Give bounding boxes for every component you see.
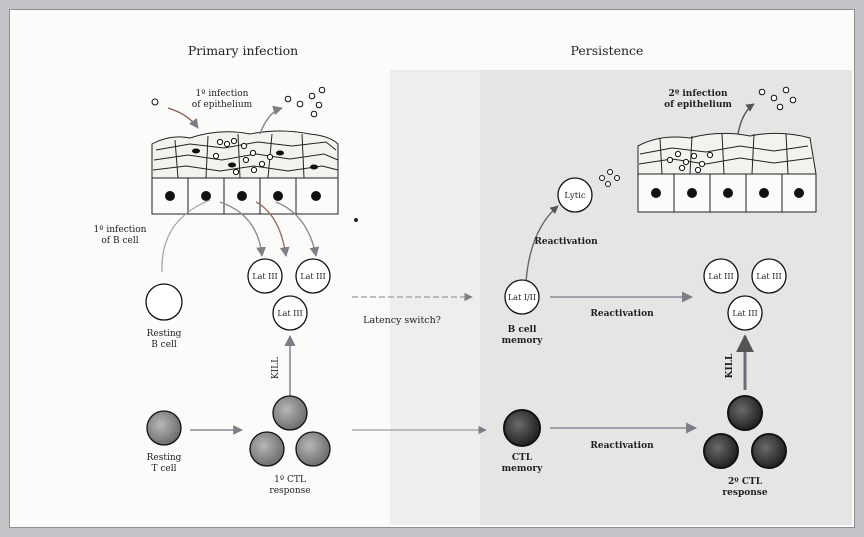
heading-persistence: Persistence [571, 43, 644, 58]
release-arrow-out [260, 108, 282, 134]
kill-label-left: KILL [271, 357, 281, 379]
primary-ctl-cluster [250, 396, 330, 466]
primary-epithelium-label-line2: of epithelium [192, 100, 253, 110]
resting-t-cell [147, 411, 181, 445]
lat12-label: Lat I/II [508, 293, 536, 302]
primary-ctl-label-line2: response [269, 486, 310, 496]
incoming-virion [152, 99, 158, 105]
resting-t-label-line2: T cell [152, 464, 177, 474]
ctl-memory-label-line1: CTL [512, 453, 533, 463]
lat3-a-label: Lat III [252, 272, 277, 281]
secondary-epithelium [638, 133, 816, 212]
ctl-memory-cell [504, 410, 540, 446]
lat3-d-label: Lat III [708, 272, 733, 281]
secondary-ctl-label-line2: response [722, 488, 767, 498]
reactivation-up-label: Reactivation [534, 237, 598, 247]
released-virions-left [285, 87, 325, 117]
primary-epithelium-label-line1: 1º infection [196, 89, 249, 99]
resting-b-label-line1: Resting [147, 329, 182, 339]
primary-ctl-label-line1: 1º CTL [274, 475, 306, 485]
reactivation-b-label: Reactivation [590, 309, 654, 319]
lat3-cluster-left: Lat III Lat III Lat III [248, 259, 330, 330]
b-memory-label-line1: B cell [508, 325, 537, 335]
secondary-ctl-label-line1: 2º CTL [728, 477, 763, 487]
diagram-panel: Primary infection Persistence 1º infecti… [9, 9, 855, 528]
heading-primary-infection: Primary infection [188, 43, 298, 58]
primary-b-cell-label-line1: 1º infection [94, 225, 147, 235]
lat3-e-label: Lat III [756, 272, 781, 281]
stray-dot [354, 218, 358, 222]
kill-label-right: KILL [725, 353, 735, 378]
infection-arrow-in [168, 108, 198, 128]
b-memory-label-line2: memory [502, 336, 544, 346]
ctl-memory-label-line2: memory [502, 464, 544, 474]
lytic-label: Lytic [564, 191, 585, 201]
ebv-infection-diagram: Primary infection Persistence 1º infecti… [10, 10, 855, 528]
secondary-epithelium-label-line2: of epithelium [664, 100, 732, 110]
lat3-b-label: Lat III [300, 272, 325, 281]
secondary-epithelium-label-line1: 2º infection [668, 89, 728, 99]
latency-switch-label: Latency switch? [363, 315, 441, 326]
resting-b-label-line2: B cell [151, 340, 177, 350]
lat3-f-label: Lat III [732, 309, 757, 318]
resting-b-cell [146, 284, 182, 320]
reactivation-ctl-label: Reactivation [590, 441, 654, 451]
resting-t-label-line1: Resting [147, 453, 182, 463]
primary-b-cell-label-line2: of B cell [101, 236, 138, 246]
lat3-c-label: Lat III [277, 309, 302, 318]
